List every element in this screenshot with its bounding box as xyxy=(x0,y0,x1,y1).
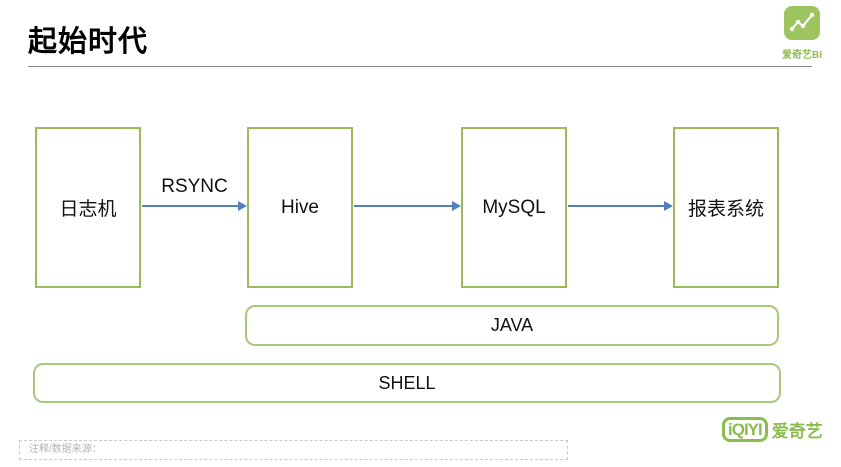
flow-arrow-icon xyxy=(354,201,461,211)
iqiyi-logo-icon: iQIYI xyxy=(722,417,768,442)
arrowhead-icon xyxy=(664,201,673,211)
layer-label: JAVA xyxy=(490,315,534,335)
flow-node-label: Hive xyxy=(280,196,319,218)
layer-shell: SHELL xyxy=(33,363,781,403)
arrowhead-icon xyxy=(238,201,247,211)
title-divider xyxy=(28,66,812,67)
footnote-box: 注释/数据来源： xyxy=(19,440,568,460)
layer-label: SHELL xyxy=(378,372,436,393)
flow-node-label: 日志机 xyxy=(59,199,117,220)
flow-node-report-system: 报表系统 xyxy=(673,127,779,288)
layer-java: JAVA xyxy=(245,305,779,346)
brand-badge-top: 爱奇艺BI xyxy=(780,6,824,61)
flow-node-mysql: MySQL xyxy=(461,127,567,288)
flow-node-label: MySQL xyxy=(482,196,546,218)
line-chart-icon xyxy=(784,6,820,40)
flow-arrow-icon xyxy=(142,201,247,211)
page-title: 起始时代 xyxy=(28,26,149,58)
flow-node-log-machine: 日志机 xyxy=(35,127,141,288)
arrow-label-rsync: RSYNC xyxy=(161,176,228,197)
brand-badge-label: 爱奇艺BI xyxy=(782,50,822,61)
arrowhead-icon xyxy=(452,201,461,211)
iqiyi-logo-name: 爱奇艺 xyxy=(771,422,823,441)
brand-logo-bottom: iQIYI 爱奇艺 xyxy=(722,417,823,442)
flow-arrow-icon xyxy=(568,201,673,211)
flow-node-label: 报表系统 xyxy=(687,199,764,220)
footnote-text: 注释/数据来源： xyxy=(29,444,102,455)
flow-node-hive: Hive xyxy=(247,127,353,288)
